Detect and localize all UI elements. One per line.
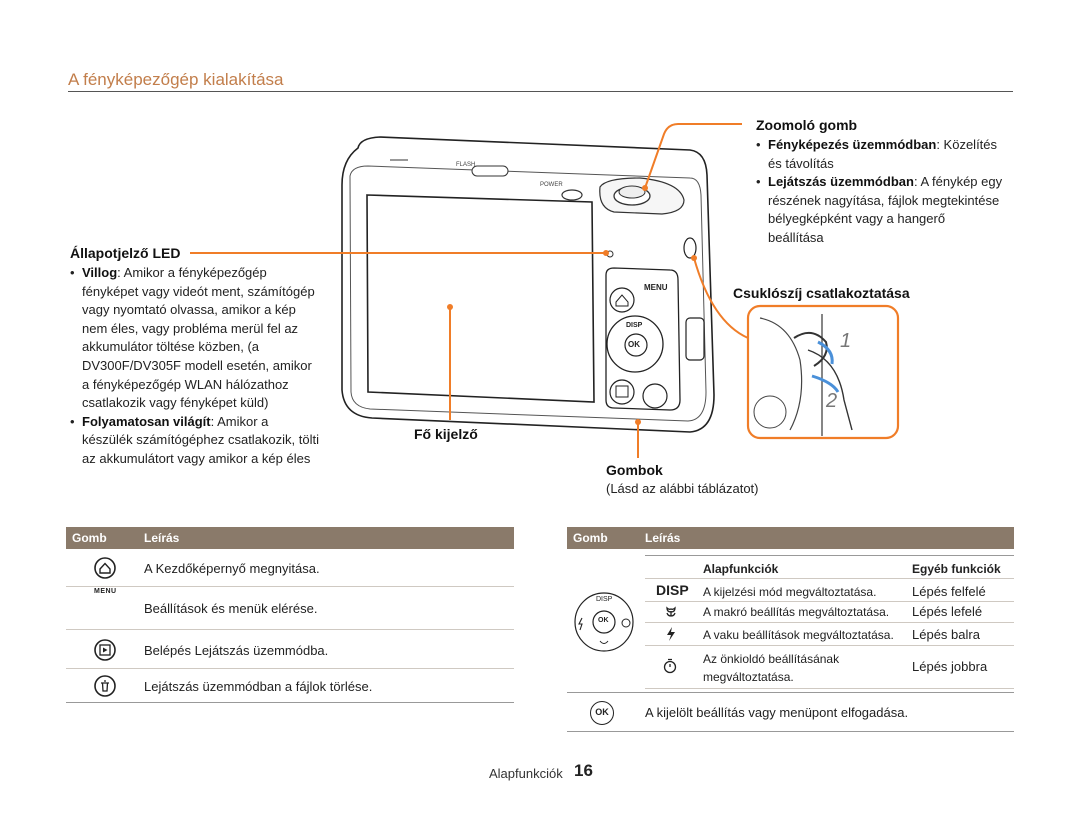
camera-ok-label: OK	[628, 340, 640, 349]
zoom-text: Fényképezés üzemmódban: Közelítés és táv…	[756, 136, 1004, 248]
strap-heading: Csuklószíj csatlakoztatása	[733, 285, 910, 301]
control-dial	[574, 592, 634, 652]
status-led-heading: Állapotjelző LED	[70, 245, 181, 261]
dial-ok-label: OK	[598, 617, 609, 624]
flash-label: FLASH	[456, 162, 476, 168]
title-divider	[68, 91, 1013, 92]
blink-term: Villog	[82, 265, 118, 280]
right-table-header: Gomb Leírás	[567, 527, 1014, 549]
table-row-desc: Belépés Lejátszás üzemmódba.	[144, 643, 329, 658]
page-number: 16	[574, 761, 593, 780]
row-other: Lépés balra	[912, 627, 980, 642]
sub-header-other: Egyéb funkciók	[912, 562, 1001, 576]
right-col-desc: Leírás	[645, 531, 681, 545]
menu-icon: MENU	[94, 588, 117, 595]
home-icon	[94, 557, 116, 584]
disp-icon: DISP	[656, 582, 689, 598]
power-label: POWER	[540, 182, 563, 188]
right-col-button: Gomb	[573, 531, 608, 545]
table-row-desc: Beállítások és menük elérése.	[144, 601, 318, 616]
steady-desc: : Amikor a készülék számítógéphez csatla…	[82, 413, 319, 466]
row-basic: A makró beállítás megváltoztatása.	[703, 605, 890, 619]
timer-icon	[662, 658, 678, 679]
camera-disp-label: DISP	[626, 322, 643, 329]
strap-step-2: 2	[826, 390, 838, 412]
row-basic: A kijelzési mód megváltoztatása.	[703, 585, 877, 599]
table-row-desc: Lejátszás üzemmódban a fájlok törlése.	[144, 679, 373, 694]
row-other: Lépés jobbra	[912, 659, 988, 674]
macro-icon	[664, 604, 678, 623]
zoom-play-desc: : A fénykép egy részének nagyítása, fájl…	[768, 174, 1003, 245]
camera-menu-label: MENU	[644, 283, 668, 292]
row-other: Lépés lefelé	[912, 604, 983, 619]
left-col-desc: Leírás	[144, 531, 180, 545]
strap-step-1: 1	[840, 330, 852, 352]
flash-icon	[665, 626, 677, 647]
ok-icon: OK	[590, 701, 614, 725]
buttons-note: (Lásd az alábbi táblázatot)	[606, 481, 759, 496]
blink-desc: : Amikor a fényképezőgép fényképet vagy …	[82, 265, 315, 411]
left-table-header: Gomb Leírás	[66, 527, 514, 549]
status-led-text: Villog: Amikor a fényképezőgép fényképet…	[70, 264, 320, 469]
table-row-desc: A Kezdőképernyő megnyitása.	[144, 561, 320, 576]
row-basic: Az önkioldó beállításának megváltoztatás…	[703, 652, 840, 684]
dial-disp-label: DISP	[596, 596, 613, 603]
left-col-button: Gomb	[72, 531, 107, 545]
zoom-shoot-term: Fényképezés üzemmódban	[768, 137, 937, 152]
buttons-heading: Gombok	[606, 462, 663, 478]
steady-term: Folyamatosan világít	[82, 413, 211, 429]
row-other: Lépés felfelé	[912, 584, 986, 599]
row-basic: A vaku beállítások megváltoztatása.	[703, 628, 894, 642]
footer-section: Alapfunkciók	[489, 766, 563, 781]
delete-icon	[94, 675, 116, 702]
playback-icon	[94, 639, 116, 666]
zoom-play-term: Lejátszás üzemmódban	[768, 174, 914, 190]
zoom-heading: Zoomoló gomb	[756, 117, 858, 133]
sub-header-basic: Alapfunkciók	[703, 562, 779, 576]
zoom-shoot-desc: : Közelítés és távolítás	[768, 137, 998, 171]
page-title: A fényképezőgép kialakítása	[68, 70, 284, 89]
main-display-heading: Fő kijelző	[414, 426, 478, 442]
ok-row-desc: A kijelölt beállítás vagy menüpont elfog…	[645, 705, 909, 720]
